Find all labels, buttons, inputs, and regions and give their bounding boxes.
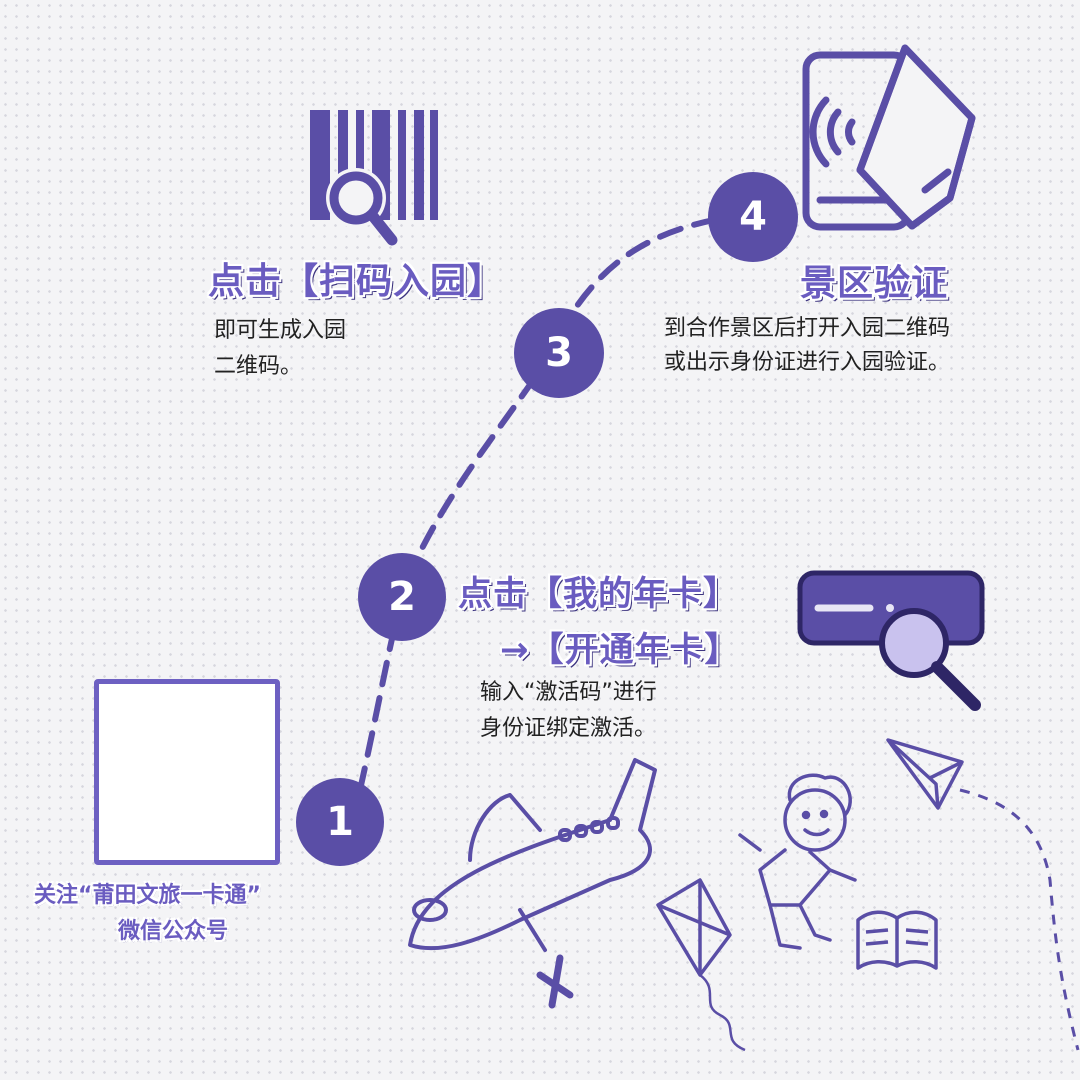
kite-icon — [656, 878, 746, 1052]
step-2-badge: 2 — [358, 553, 446, 641]
step-2-title-line1: 点击【我的年卡】 — [458, 574, 738, 614]
plane-trail — [959, 788, 1080, 1051]
step-3-desc-line2: 二维码。 — [214, 354, 303, 379]
step-4-desc-line1: 到合作景区后打开入园二维码 — [664, 316, 951, 341]
step-4-title: 景区验证 — [800, 263, 949, 304]
qr-code-frame[interactable] — [94, 679, 280, 865]
step-1-label-line2: 微信公众号 — [118, 919, 229, 944]
step-3-badge: 3 — [514, 308, 604, 398]
step-2-desc-line2: 身份证绑定激活。 — [480, 716, 657, 741]
step-1-label-line1: 关注“莆田文旅一卡通” — [34, 883, 261, 908]
card-search-icon — [797, 570, 985, 711]
step-2-desc-line1: 输入“激活码”进行 — [480, 680, 657, 705]
barcode-scan-icon — [310, 110, 438, 246]
book-icon — [856, 910, 938, 970]
cross-icon — [536, 954, 574, 1009]
step-2-title-line2: →【开通年卡】 — [500, 630, 740, 670]
child-icon — [738, 773, 857, 950]
step-4-badge: 4 — [708, 172, 798, 262]
step-4-desc-line2: 或出示身份证进行入园验证。 — [664, 350, 951, 375]
step-1-badge: 1 — [296, 778, 384, 866]
paper-plane-icon — [886, 738, 964, 810]
nfc-phone-icon — [802, 44, 976, 231]
step-3-title: 点击【扫码入园】 — [208, 261, 505, 302]
dashed-path — [357, 212, 748, 793]
airplane-icon — [408, 758, 657, 952]
step-3-desc-line1: 即可生成入园 — [214, 318, 347, 343]
